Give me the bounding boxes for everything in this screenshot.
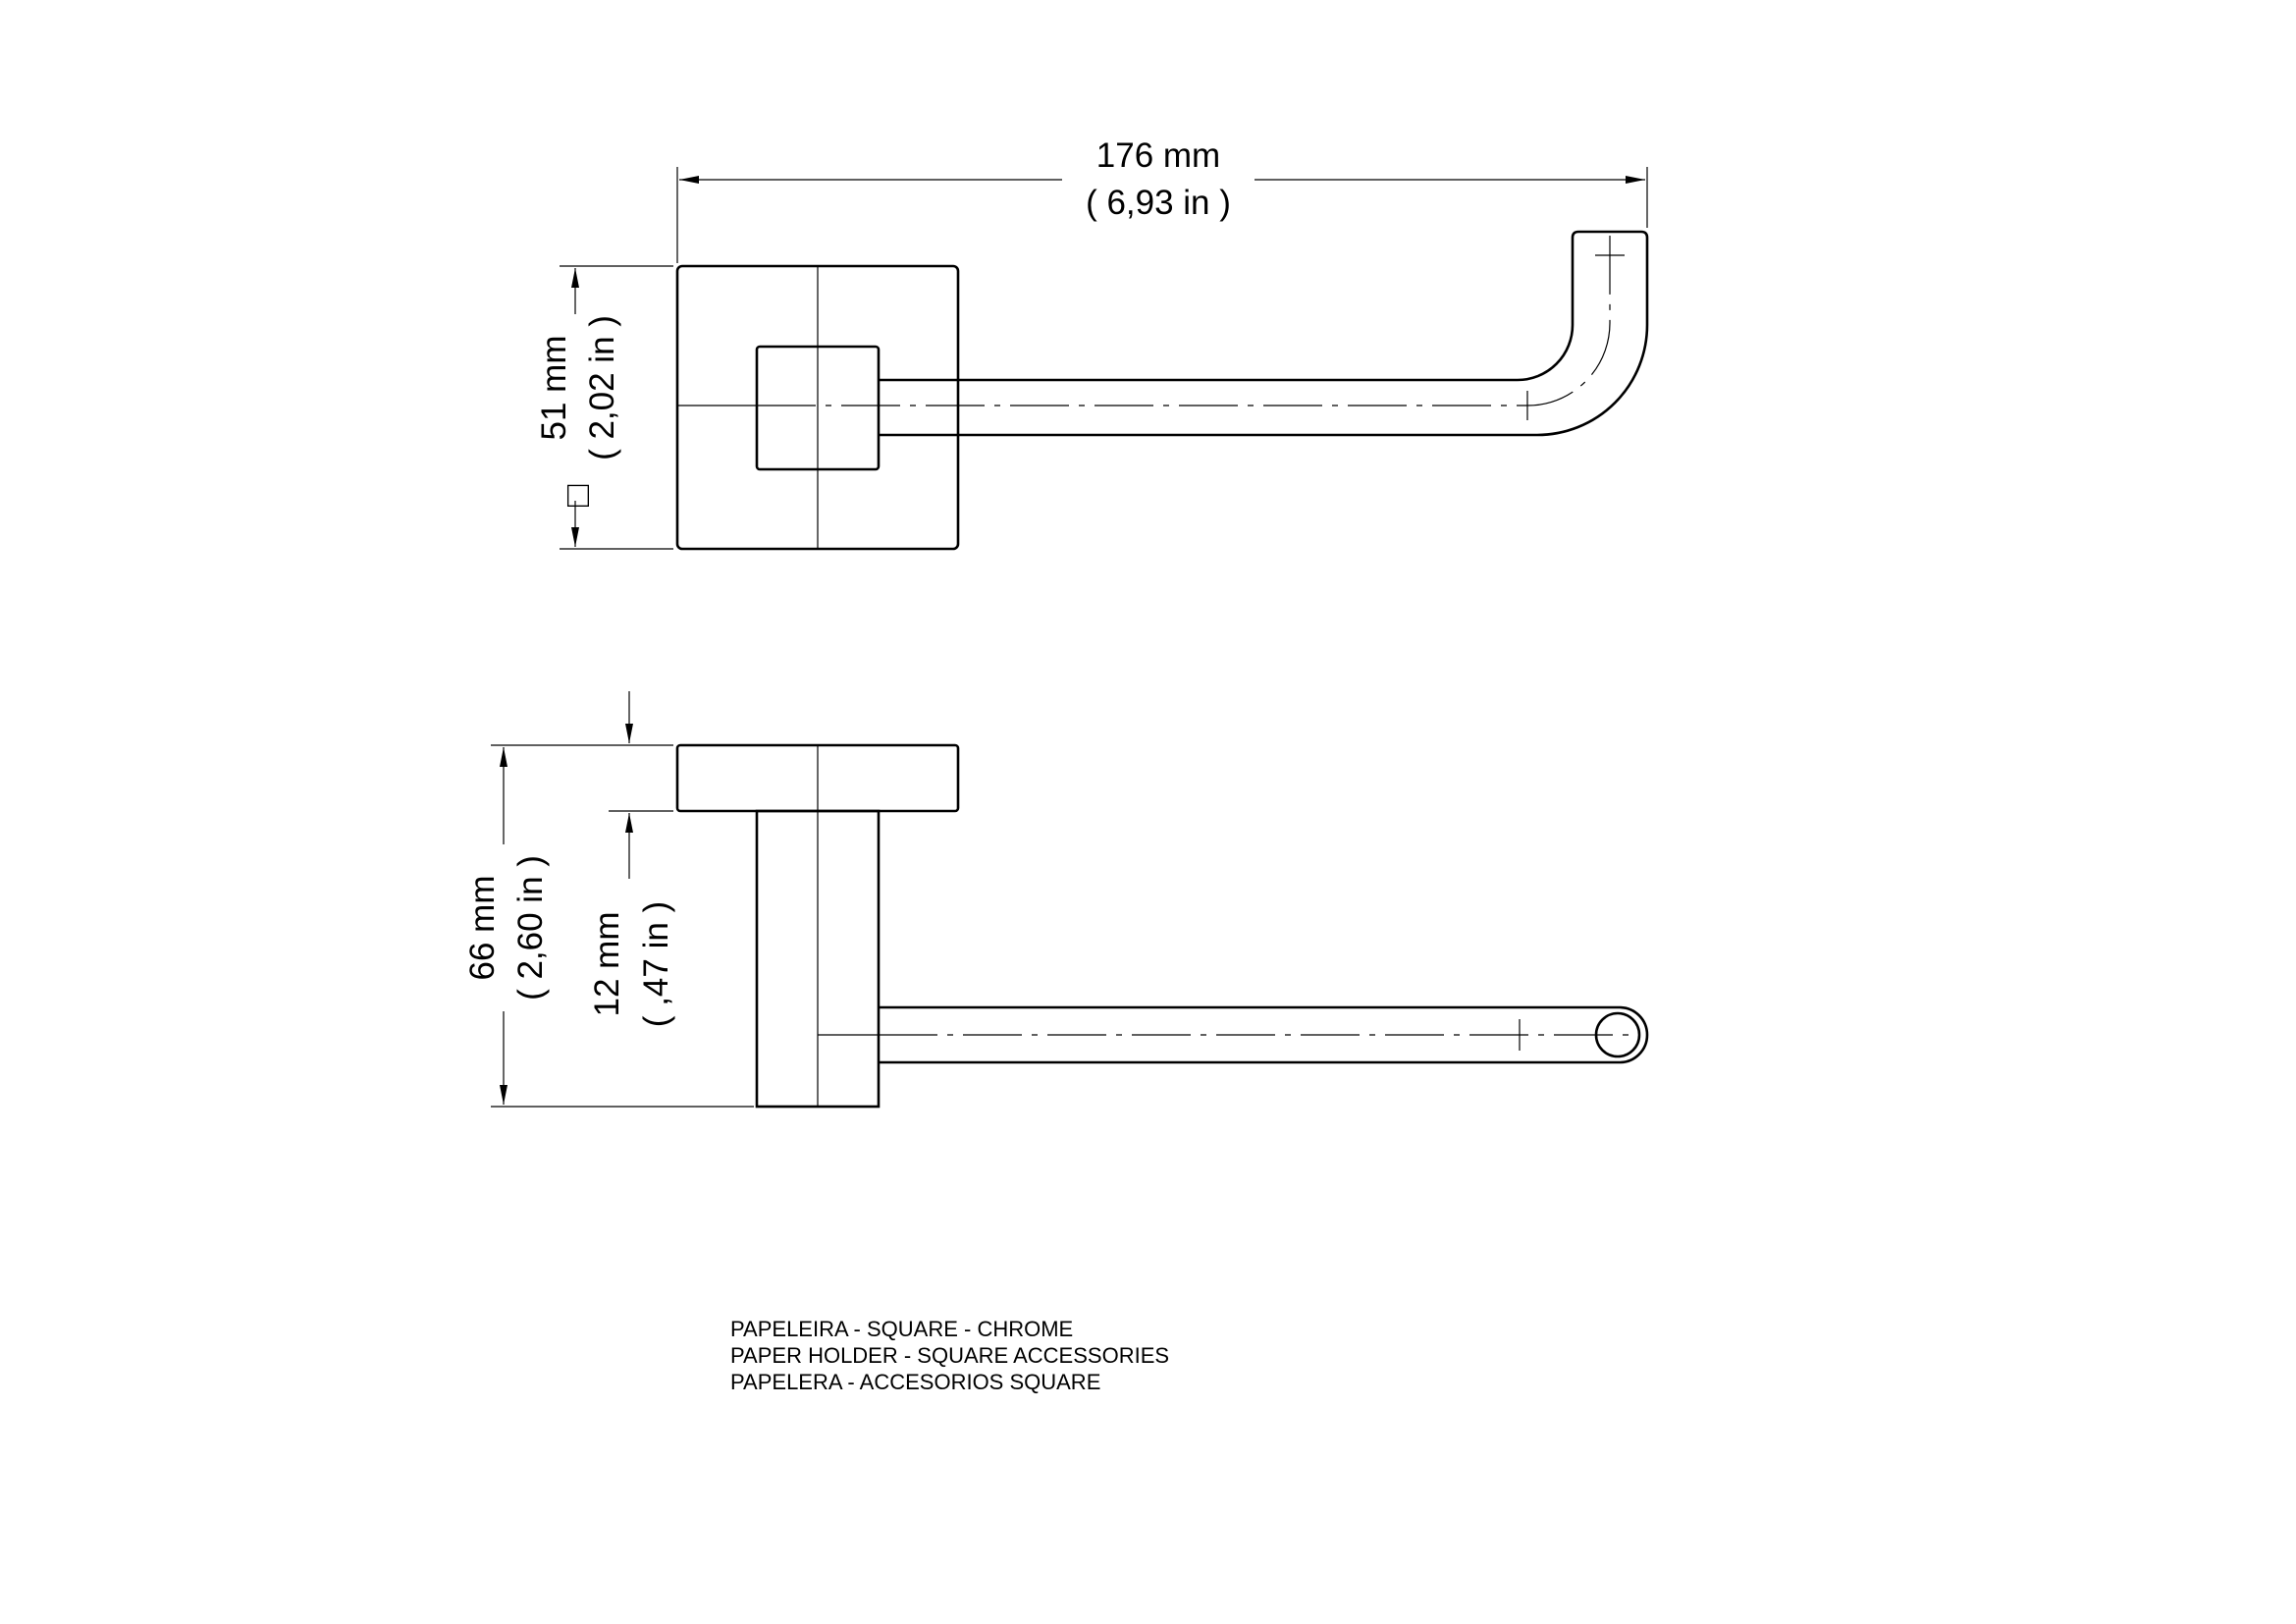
front-arm [879, 230, 1649, 437]
side-arm [879, 1005, 1649, 1064]
product-caption: PAPELEIRA - SQUARE - CHROME PAPER HOLDER… [730, 1316, 1169, 1395]
thickness-in-label: ( ,47 in ) [637, 901, 675, 1027]
front-view: 176 mm ( 6,93 in ) □ 51 mm ( 2,02 in ) [535, 136, 1649, 551]
caption-line-english: PAPER HOLDER - SQUARE ACCESSORIES [730, 1343, 1170, 1368]
depth-mm-label: 66 mm [463, 876, 502, 981]
caption-line-portuguese: PAPELEIRA - SQUARE - CHROME [730, 1317, 1074, 1341]
plate-in-label: ( 2,02 in ) [583, 315, 621, 460]
thickness-mm-label: 12 mm [588, 912, 626, 1017]
plate-square-symbol: □ [557, 484, 597, 507]
plate-mm-label: 51 mm [535, 336, 573, 441]
caption-line-spanish: PAPELERA - ACCESORIOS SQUARE [730, 1370, 1101, 1394]
front-arm-centerline [757, 236, 1611, 406]
depth-in-label: ( 2,60 in ) [511, 855, 550, 1001]
side-view: 66 mm ( 2,60 in ) 12 mm ( ,47 in ) [463, 691, 1649, 1109]
width-in-label: ( 6,93 in ) [1086, 184, 1231, 222]
width-mm-label: 176 mm [1096, 136, 1220, 175]
